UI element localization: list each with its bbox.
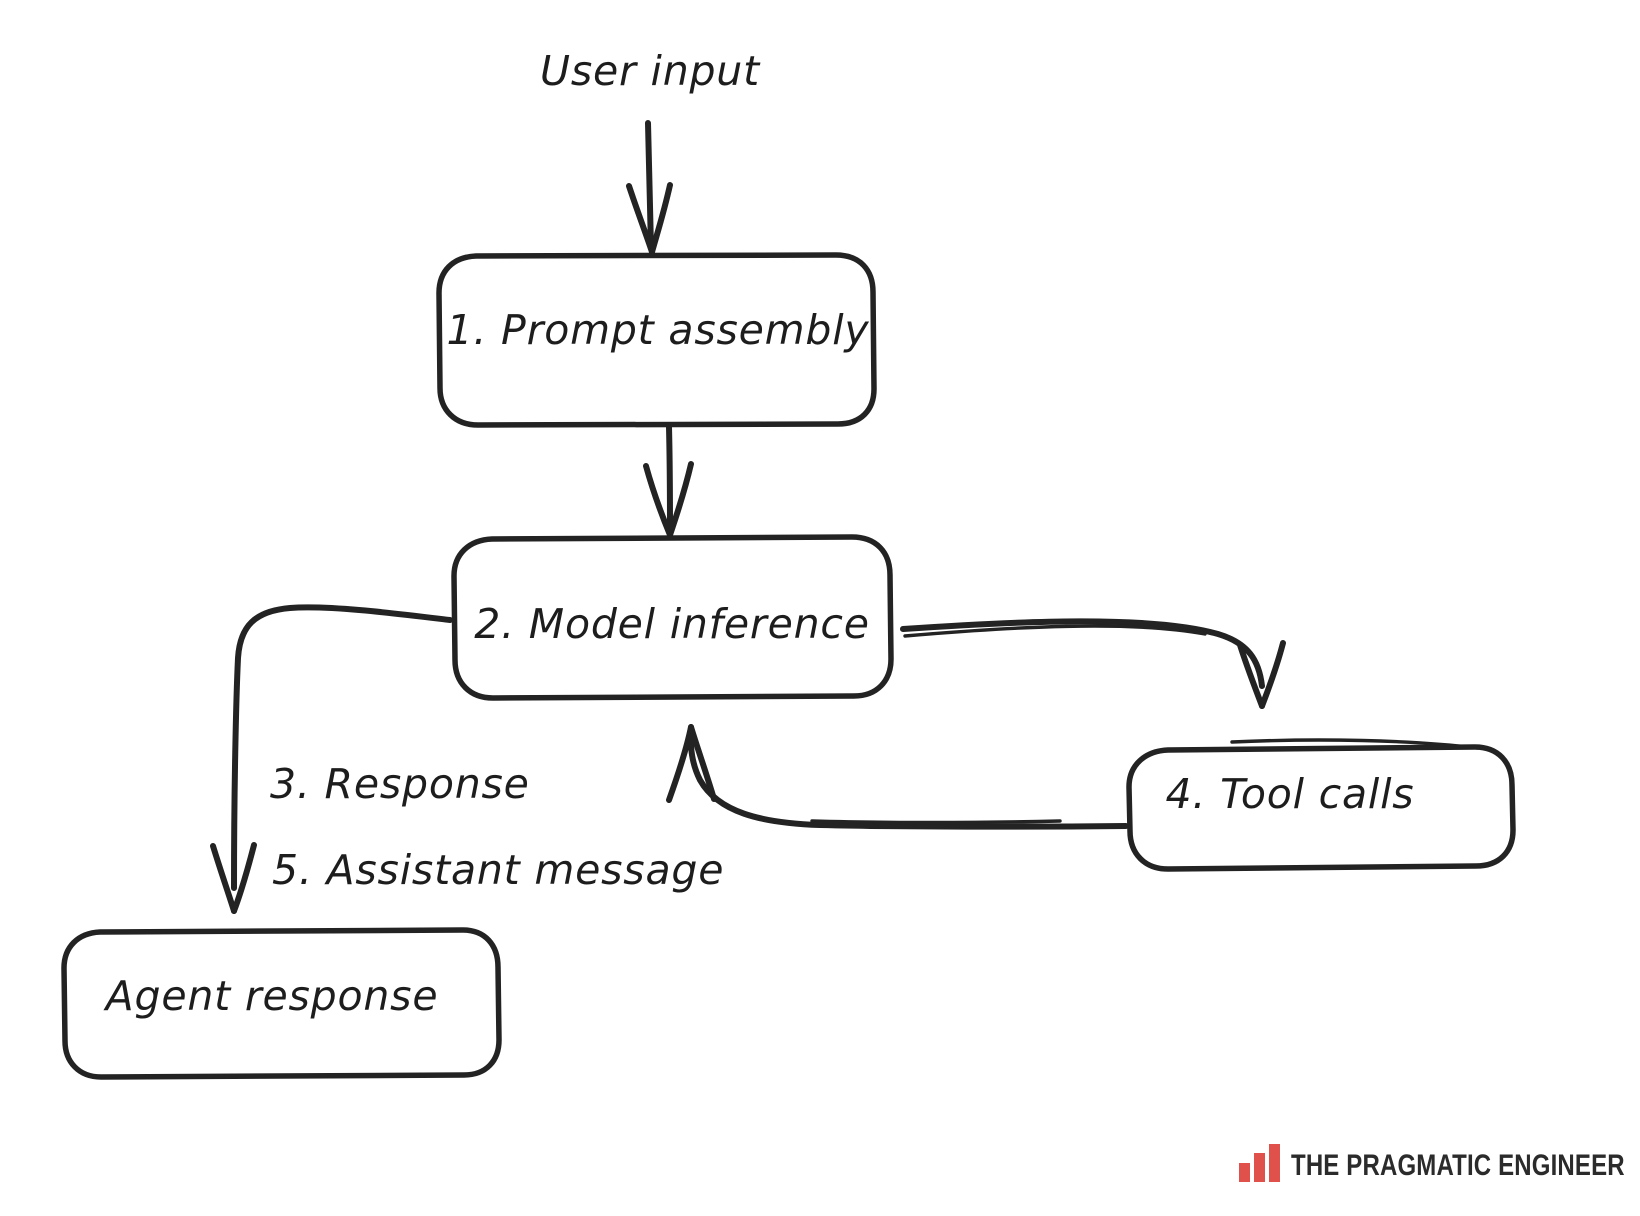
logo-bar-2 (1254, 1153, 1265, 1182)
edge-label-assistant-message: 5. Assistant message (272, 846, 724, 894)
arrow-model-inference-to-tool-calls (900, 618, 1286, 709)
node-agent-response[interactable]: Agent response (61, 927, 502, 1080)
arrow-tool-calls-to-model-inference (666, 724, 1129, 830)
logo-bar-1 (1239, 1163, 1250, 1182)
node-label-tool-calls: 4. Tool calls (1166, 770, 1415, 818)
logo-wordmark: THE PRAGMATIC ENGINEER (1291, 1149, 1625, 1182)
bar-chart-icon (1239, 1144, 1280, 1182)
arrow-prompt-assembly-to-model-inference (643, 424, 694, 538)
arrow-model-inference-to-agent-response (210, 604, 453, 914)
node-label-model-inference: 2. Model inference (474, 600, 870, 648)
pragmatic-engineer-logo: THE PRAGMATIC ENGINEER (1239, 1144, 1640, 1182)
edge-label-response: 3. Response (270, 760, 530, 808)
node-model-inference[interactable]: 2. Model inference (451, 534, 894, 701)
arrow-user-input-to-prompt-assembly (626, 120, 673, 255)
node-label-agent-response: Agent response (103, 972, 439, 1020)
user-input-label: User input (540, 47, 761, 95)
node-prompt-assembly[interactable]: 1. Prompt assembly (436, 252, 877, 428)
node-tool-calls[interactable]: 4. Tool calls (1126, 738, 1516, 872)
node-label-prompt-assembly: 1. Prompt assembly (447, 306, 870, 354)
logo-bar-3 (1269, 1144, 1280, 1182)
